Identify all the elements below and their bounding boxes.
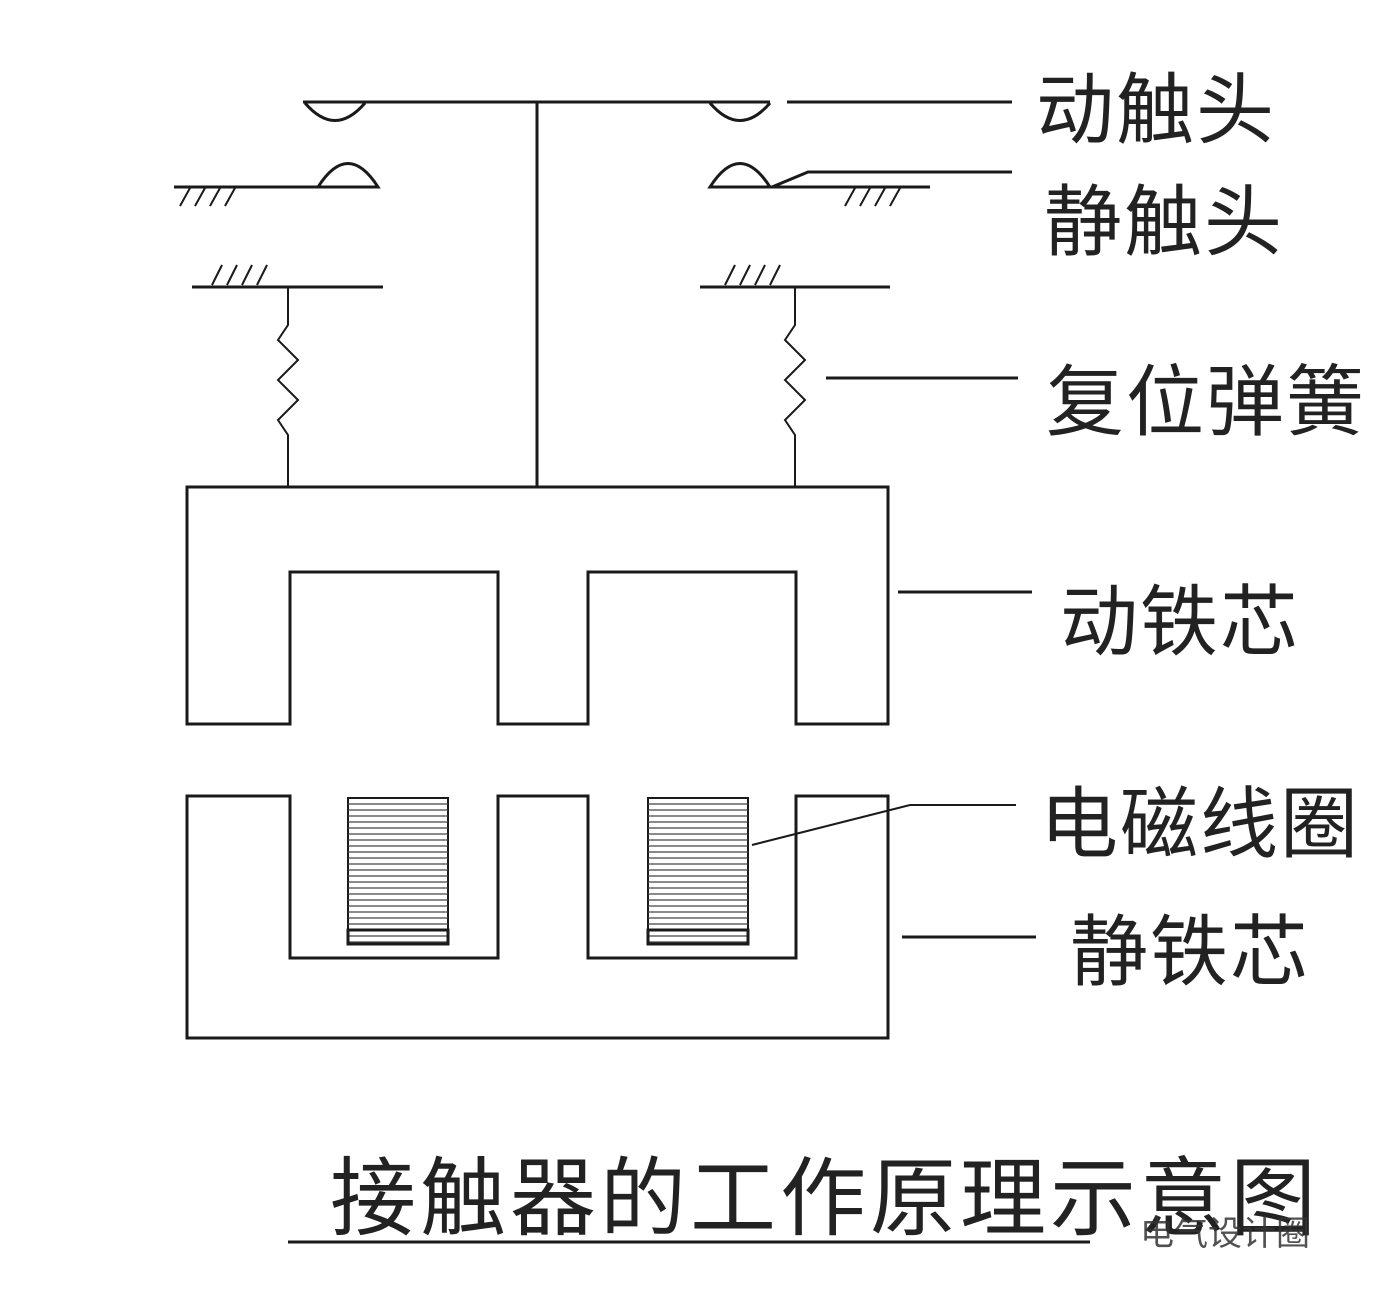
label-reset-spring: 复位弹簧 (1046, 358, 1367, 448)
static-contact-left (174, 162, 381, 207)
coil-left (346, 797, 450, 946)
leader-static-contact (771, 170, 1012, 189)
moving-core (185, 485, 890, 726)
label-moving-core: 动铁芯 (1060, 578, 1301, 668)
reset-spring-left (276, 288, 300, 487)
label-coil: 电磁线圈 (1040, 780, 1361, 870)
label-static-contact: 静触头 (1044, 178, 1285, 268)
reset-spring-right (783, 288, 807, 487)
spring-support-left (192, 264, 383, 289)
label-static-core: 静铁芯 (1070, 908, 1311, 998)
watermark: 电气设计圈 (1140, 1214, 1310, 1254)
static-core (185, 794, 890, 1040)
spring-support-right (700, 264, 890, 289)
diagram-title: 接触器的工作原理示意图 (330, 1149, 1320, 1249)
leader-coil (751, 804, 1016, 846)
coil-right (646, 797, 750, 946)
label-moving-contact: 动触头 (1036, 66, 1277, 156)
static-contact-right (707, 162, 930, 207)
